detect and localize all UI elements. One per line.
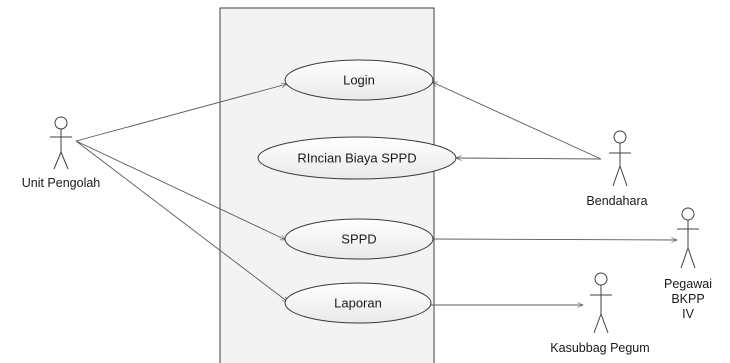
usecase-login-label: Login xyxy=(343,72,375,87)
assoc-bendahara-rincian xyxy=(456,158,602,159)
actor-unit-pengolah[interactable]: Unit Pengolah xyxy=(22,116,101,190)
usecase-rincian-biaya-sppd[interactable]: RIncian Biaya SPPD xyxy=(257,136,457,180)
actor-pegawai-figure xyxy=(677,207,699,269)
usecase-rincian-label: RIncian Biaya SPPD xyxy=(297,150,416,165)
usecase-laporan-shape xyxy=(284,282,432,324)
usecase-laporan-label: Laporan xyxy=(334,295,382,310)
assoc-bendahara-login xyxy=(432,81,602,160)
actor-unit-pengolah-figure xyxy=(50,116,72,170)
actor-bendahara-figure xyxy=(609,130,631,187)
actor-kasubbag-figure xyxy=(590,272,612,334)
actor-bendahara[interactable]: Bendahara xyxy=(586,130,648,208)
actor-kasubbag-pegum[interactable]: Kasubbag Pegum xyxy=(550,272,650,355)
actor-pegawai-label-line3: IV xyxy=(682,307,694,321)
actor-pegawai-bkpp-iv[interactable]: Pegawai BKPP IV xyxy=(664,207,712,321)
usecase-rincian-shape xyxy=(257,136,457,180)
actor-pegawai-label-line1: Pegawai xyxy=(664,277,712,291)
assoc-unit-sppd xyxy=(75,140,286,241)
usecase-login-shape xyxy=(284,59,434,101)
actor-pegawai-label-line2: BKPP xyxy=(671,292,704,306)
usecase-sppd-shape xyxy=(284,218,434,260)
usecase-login[interactable]: Login xyxy=(284,59,434,101)
usecase-laporan[interactable]: Laporan xyxy=(284,282,432,324)
actor-unit-pengolah-label: Unit Pengolah xyxy=(22,176,101,190)
usecase-sppd[interactable]: SPPD xyxy=(284,218,434,260)
actor-bendahara-label: Bendahara xyxy=(586,194,647,208)
assoc-sppd-pegawai xyxy=(432,239,677,240)
assoc-unit-login xyxy=(75,84,287,142)
usecase-sppd-label: SPPD xyxy=(341,231,376,246)
associations xyxy=(75,81,677,305)
actor-kasubbag-label: Kasubbag Pegum xyxy=(550,341,649,355)
assoc-unit-laporan xyxy=(75,140,288,302)
